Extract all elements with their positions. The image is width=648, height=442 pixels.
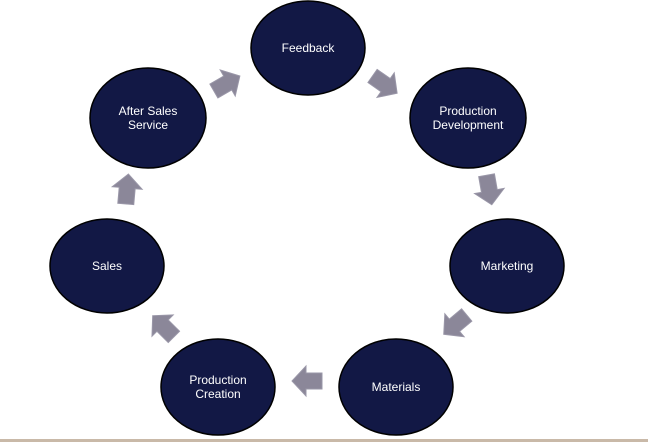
arrows-layer [110,68,506,398]
node-shape-marketing [449,218,565,314]
node-label-materials-line-0: Materials [372,380,421,394]
node-label-production-creation-line-1: Creation [195,387,240,401]
arrow-production-development-to-marketing [473,173,506,206]
node-label-after-sales-service-line-1: Service [128,118,168,132]
node-shape-production-development [409,67,527,169]
arrow-production-creation-to-sales [151,314,181,344]
bottom-border [0,439,648,442]
node-label-feedback-line-0: Feedback [282,41,336,55]
node-marketing: Marketing [449,218,565,314]
arrow-marketing-to-materials [443,308,473,338]
node-label-after-sales-service-line-0: After Sales [119,104,178,118]
node-shape-materials [338,338,454,436]
arrow-feedback-to-production-development [367,68,398,99]
node-shape-sales [49,218,165,314]
node-label-production-development-line-1: Development [433,118,504,132]
node-label-marketing-line-0: Marketing [481,259,534,273]
node-label-production-development-line-0: Production [439,104,496,118]
arrow-after-sales-service-to-feedback [209,69,241,99]
node-label-production-creation-line-0: Production [189,373,246,387]
node-feedback: Feedback [250,0,366,96]
node-label-sales-line-0: Sales [92,259,122,273]
node-sales: Sales [49,218,165,314]
node-shape-after-sales-service [89,67,207,169]
node-materials: Materials [338,338,454,436]
arrow-sales-to-after-sales-service [110,173,144,206]
node-shape-production-creation [160,338,276,436]
arrow-materials-to-production-creation [291,364,323,398]
nodes-layer: FeedbackProductionDevelopmentMarketingMa… [49,0,565,436]
node-shape-feedback [250,0,366,96]
